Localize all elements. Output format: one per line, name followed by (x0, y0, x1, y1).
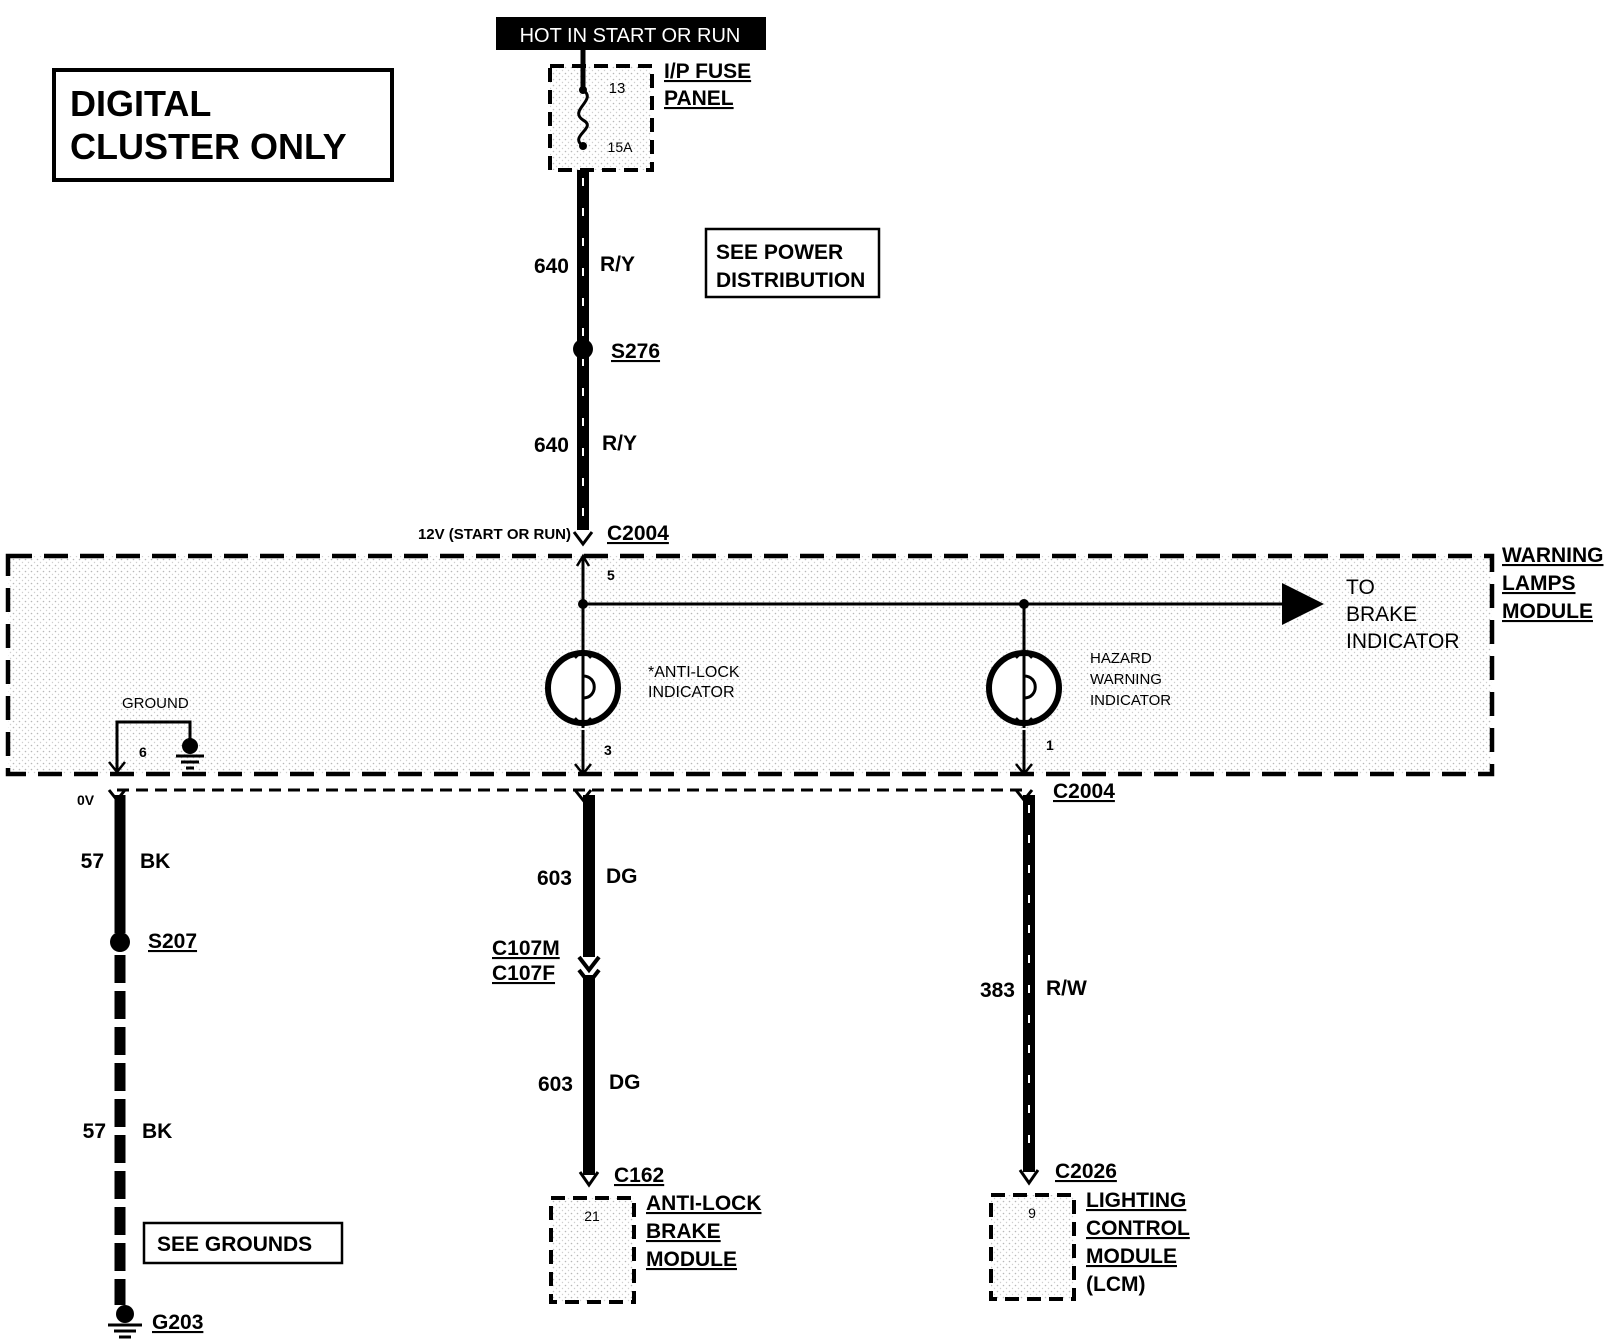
wire-603-color-1: DG (606, 865, 638, 888)
antilock-indicator-label-1: *ANTI-LOCK (648, 664, 740, 681)
lcm-pin: 9 (1028, 1205, 1036, 1221)
fuse-icon (577, 88, 589, 148)
see-grounds-box: SEE GROUNDS (142, 1221, 344, 1265)
wire-383-circuit: 383 (980, 979, 1015, 1002)
to-brake-label-2: BRAKE (1346, 603, 1417, 626)
wire-640-color-1: R/Y (600, 253, 635, 276)
splice-s276-dot (573, 339, 593, 359)
antilock-bulb-icon (545, 648, 621, 728)
fuse-rating: 15A (608, 139, 634, 155)
fuse-panel-label-2: PANEL (664, 87, 734, 110)
connector-c2026: C2026 (1055, 1160, 1117, 1183)
internal-ground (108, 720, 204, 775)
fuse-panel: 13 15A I/P FUSE PANEL (548, 50, 751, 172)
power-source-banner: HOT IN START OR RUN (496, 17, 766, 50)
module-internal-wiring (574, 553, 1324, 777)
abs-module-label-2: BRAKE (646, 1220, 721, 1243)
splice-s207-dot (110, 932, 130, 952)
lcm-module-label-3: MODULE (1086, 1245, 1177, 1268)
see-grounds-label: SEE GROUNDS (157, 1233, 312, 1256)
inline-connector-female: C107F (492, 962, 555, 985)
inline-connector-male: C107M (492, 937, 560, 960)
ground-g203-label: G203 (152, 1311, 203, 1334)
pin-1: 1 (1046, 737, 1054, 753)
lcm-module-label-1: LIGHTING (1086, 1189, 1186, 1212)
title-line-1: DIGITAL (70, 83, 211, 124)
wire-603-circuit-2: 603 (538, 1073, 573, 1096)
lcm-module-label-4: (LCM) (1086, 1273, 1145, 1296)
zero-volt-label: 0V (77, 792, 95, 808)
lcm-module-label-2: CONTROL (1086, 1217, 1190, 1240)
hazard-bulb-icon (986, 648, 1062, 728)
splice-s207-label: S207 (148, 930, 197, 953)
module-label-1: WARNING (1502, 544, 1604, 567)
connector-c2004-bottom: C2004 (1053, 780, 1115, 803)
see-power-box: SEE POWER DISTRIBUTION (704, 227, 881, 299)
wire-640-top (573, 170, 593, 530)
hazard-label-1: HAZARD (1090, 650, 1152, 667)
voltage-label: 12V (START OR RUN) (418, 526, 571, 543)
title-box: DIGITAL CLUSTER ONLY (52, 68, 394, 182)
power-source-label: HOT IN START OR RUN (520, 25, 741, 47)
wire-640-color-2: R/Y (602, 432, 637, 455)
abs-pin: 21 (584, 1208, 600, 1224)
wire-640-circuit-1: 640 (534, 255, 569, 278)
wire-57-circuit-1: 57 (81, 850, 104, 873)
antilock-indicator-label-2: INDICATOR (648, 684, 735, 701)
wire-57-color-2: BK (142, 1120, 172, 1143)
warning-lamps-module (5, 553, 1495, 777)
wire-383-color: R/W (1046, 977, 1087, 1000)
connector-top-icon (572, 531, 594, 547)
lcm-module-box: 9 (989, 1193, 1076, 1301)
wire-57-circuit-2: 57 (83, 1120, 106, 1143)
to-brake-label-3: INDICATOR (1346, 630, 1460, 653)
module-label-2: LAMPS (1502, 572, 1576, 595)
abs-module-box: 21 (549, 1196, 636, 1304)
wire-603-color-2: DG (609, 1071, 641, 1094)
abs-module-label-1: ANTI-LOCK (646, 1192, 761, 1215)
connector-c162: C162 (614, 1164, 664, 1187)
wire-383 (1018, 795, 1040, 1186)
see-power-line-1: SEE POWER (716, 241, 843, 264)
wire-57-color-1: BK (140, 850, 170, 873)
see-power-line-2: DISTRIBUTION (716, 269, 865, 292)
wire-603-circuit-1: 603 (537, 867, 572, 890)
connector-c2004-top: C2004 (607, 522, 669, 545)
wire-603 (577, 795, 601, 1188)
title-line-2: CLUSTER ONLY (70, 126, 347, 167)
to-brake-label-1: TO (1346, 576, 1375, 599)
wire-57 (110, 795, 130, 1305)
ground-g203-icon (108, 1305, 142, 1339)
pin-5: 5 (607, 567, 615, 583)
abs-module-label-3: MODULE (646, 1248, 737, 1271)
hazard-label-3: INDICATOR (1090, 692, 1171, 709)
fuse-number: 13 (609, 80, 626, 97)
fuse-panel-label-1: I/P FUSE (664, 60, 751, 83)
ground-label: GROUND (122, 695, 189, 712)
pin-3: 3 (604, 742, 612, 758)
splice-s276-label: S276 (611, 340, 660, 363)
wire-640-circuit-2: 640 (534, 434, 569, 457)
module-label-3: MODULE (1502, 600, 1593, 623)
hazard-label-2: WARNING (1090, 671, 1162, 688)
pin-6: 6 (139, 744, 147, 760)
